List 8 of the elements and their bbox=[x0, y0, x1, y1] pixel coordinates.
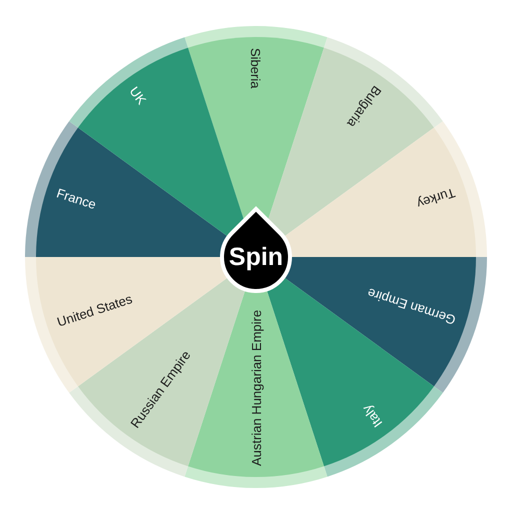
slice-label: German Empire bbox=[365, 285, 458, 328]
slice-label: United States bbox=[55, 290, 134, 330]
slice-label: Austrian Hungarian Empire bbox=[249, 310, 264, 466]
slice-label: UK bbox=[126, 84, 150, 108]
slice-label: Italy bbox=[359, 402, 386, 430]
slice-label: France bbox=[54, 186, 98, 213]
slice-label: Siberia bbox=[248, 48, 263, 88]
slice-label: Turkey bbox=[414, 184, 457, 212]
